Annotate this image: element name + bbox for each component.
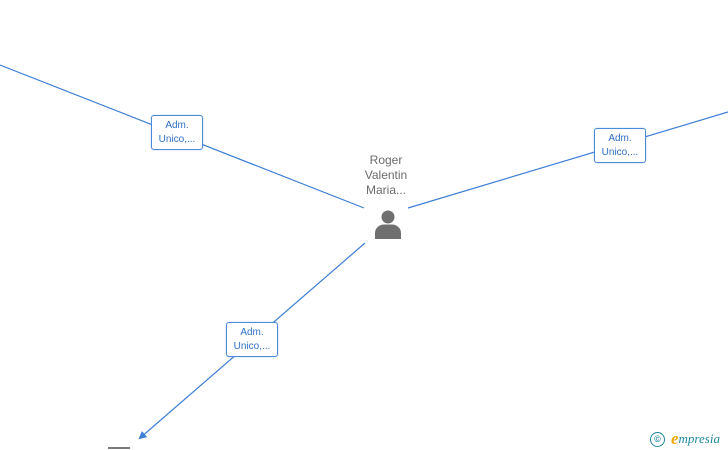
empresia-watermark: © e mpresia: [650, 429, 720, 449]
role-label-top-left[interactable]: Adm. Unico,...: [151, 115, 203, 150]
role-line-1: Adm.: [240, 327, 264, 338]
role-line-2: Unico,...: [158, 134, 196, 145]
person-icon[interactable]: [372, 208, 404, 240]
role-label-right[interactable]: Adm. Unico,...: [594, 128, 646, 163]
role-line-2: Unico,...: [601, 147, 639, 158]
copyright-icon: ©: [650, 431, 665, 447]
center-name-line-1: Roger: [369, 153, 403, 167]
center-name-line-2: Valentin: [364, 168, 408, 182]
role-line-2: Unico,...: [233, 341, 271, 352]
brand-logo-text: mpresia: [678, 431, 720, 446]
edge-right: [407, 111, 728, 209]
role-label-bottom-left[interactable]: Adm. Unico,...: [226, 322, 278, 357]
role-line-1: Adm.: [608, 133, 632, 144]
role-line-1: Adm.: [165, 120, 189, 131]
center-person-name[interactable]: Roger Valentin Maria...: [348, 153, 424, 198]
partial-node-bottom[interactable]: [108, 447, 130, 449]
brand-logo-e: e: [671, 429, 679, 448]
center-name-line-3: Maria...: [365, 183, 406, 197]
